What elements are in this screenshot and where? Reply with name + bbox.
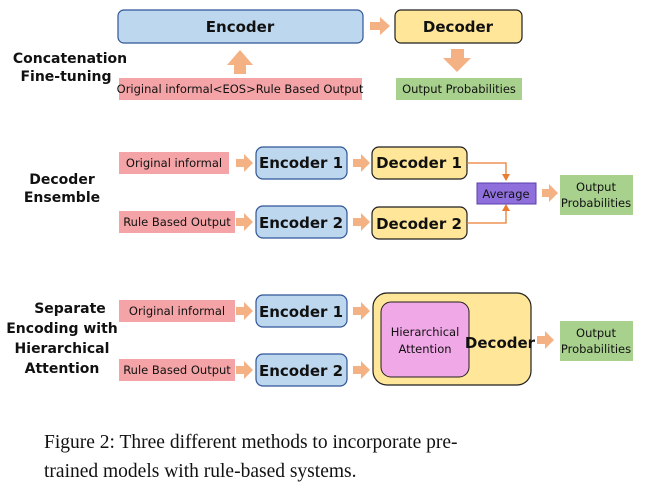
separate-title-line2: Encoding with <box>6 321 118 337</box>
concat-decoder-box <box>394 9 523 44</box>
concat-output-label: Output Probabilities <box>402 82 516 96</box>
ensemble-title-line1: Decoder <box>29 172 95 188</box>
separate-output-label-line1: Output <box>576 326 616 340</box>
ensemble-encoder1-arrow <box>353 154 370 172</box>
ensemble-output-label-line2: Probabilities <box>561 196 631 210</box>
concat-down-arrow <box>443 49 471 72</box>
ensemble-average-box <box>476 182 537 205</box>
separate-input2-arrow <box>236 361 253 379</box>
concat-decoder-label: Decoder <box>423 18 494 36</box>
ensemble-encoder2-box <box>255 205 348 239</box>
ensemble-input1-arrow <box>236 154 253 172</box>
concat-output-box <box>396 78 522 100</box>
separate-title-line3: Hierarchical <box>15 341 110 357</box>
separate-attention-box <box>380 301 470 378</box>
ensemble-input2-box <box>119 211 235 233</box>
separate-encoder1-arrow <box>353 302 370 320</box>
ensemble-output-box <box>560 175 633 215</box>
ensemble-encoder1-box <box>255 146 348 180</box>
ensemble-decoder1-label: Decoder 1 <box>376 154 462 172</box>
concat-encoder-label: Encoder <box>206 18 275 36</box>
ensemble-input1-label: Original informal <box>126 156 222 170</box>
caption-line2: trained models with rule-based systems. <box>44 461 357 482</box>
separate-input2-box <box>119 359 235 381</box>
ensemble-encoder2-label: Encoder 2 <box>259 214 343 232</box>
concat-up-arrow <box>227 50 253 74</box>
separate-input1-arrow <box>236 302 253 320</box>
ensemble-encoder1-label: Encoder 1 <box>259 154 343 172</box>
separate-input2-label: Rule Based Output <box>123 363 231 377</box>
concat-input-box <box>119 78 362 100</box>
separate-output-box <box>560 321 633 361</box>
ensemble-average-arrow <box>542 184 558 202</box>
concat-encoder-to-decoder-arrow <box>370 17 390 35</box>
separate-input1-box <box>119 300 235 322</box>
ensemble-input2-label: Rule Based Output <box>123 215 231 229</box>
figure-caption: Figure 2: Three different methods to inc… <box>44 428 644 486</box>
separate-encoder2-box <box>255 353 348 387</box>
separate-encoder2-arrow <box>353 361 370 379</box>
concat-section: Concatenation Fine-tuning Encoder Decode… <box>13 9 523 100</box>
separate-attention-label-line1: Hierarchical <box>391 325 460 339</box>
separate-title-line1: Separate <box>34 301 106 317</box>
ensemble-encoder2-arrow <box>353 213 370 231</box>
ensemble-input1-box <box>119 152 229 174</box>
concat-title-line1: Concatenation <box>13 51 127 67</box>
concat-title-line2: Fine-tuning <box>20 69 111 85</box>
separate-output-label-line2: Probabilities <box>561 342 631 356</box>
ensemble-title-line2: Ensemble <box>24 190 100 206</box>
separate-input1-label: Original informal <box>129 304 225 318</box>
concat-input-label: Original informal<EOS>Rule Based Output <box>117 82 364 96</box>
ensemble-decoder2-connector <box>467 204 510 224</box>
separate-attention-label-line2: Attention <box>398 342 451 356</box>
caption-line1: Figure 2: Three different methods to inc… <box>44 432 458 453</box>
methods-diagram: Concatenation Fine-tuning Encoder Decode… <box>6 9 633 387</box>
separate-section: Separate Encoding with Hierarchical Atte… <box>6 292 633 387</box>
concat-encoder-box <box>117 9 364 44</box>
separate-encoder2-label: Encoder 2 <box>259 362 343 380</box>
separate-title-line4: Attention <box>25 361 100 377</box>
separate-decoder-label: Decoder <box>465 334 536 352</box>
ensemble-output-label-line1: Output <box>576 180 616 194</box>
separate-encoder1-label: Encoder 1 <box>259 303 343 321</box>
separate-decoder-arrow <box>537 331 554 349</box>
separate-encoder1-box <box>255 294 348 328</box>
ensemble-input2-arrow <box>236 213 253 231</box>
ensemble-decoder2-label: Decoder 2 <box>376 215 462 233</box>
ensemble-average-label: Average <box>482 187 529 201</box>
ensemble-decoder1-connector <box>467 162 510 181</box>
ensemble-section: Decoder Ensemble Original informal Encod… <box>24 146 633 240</box>
